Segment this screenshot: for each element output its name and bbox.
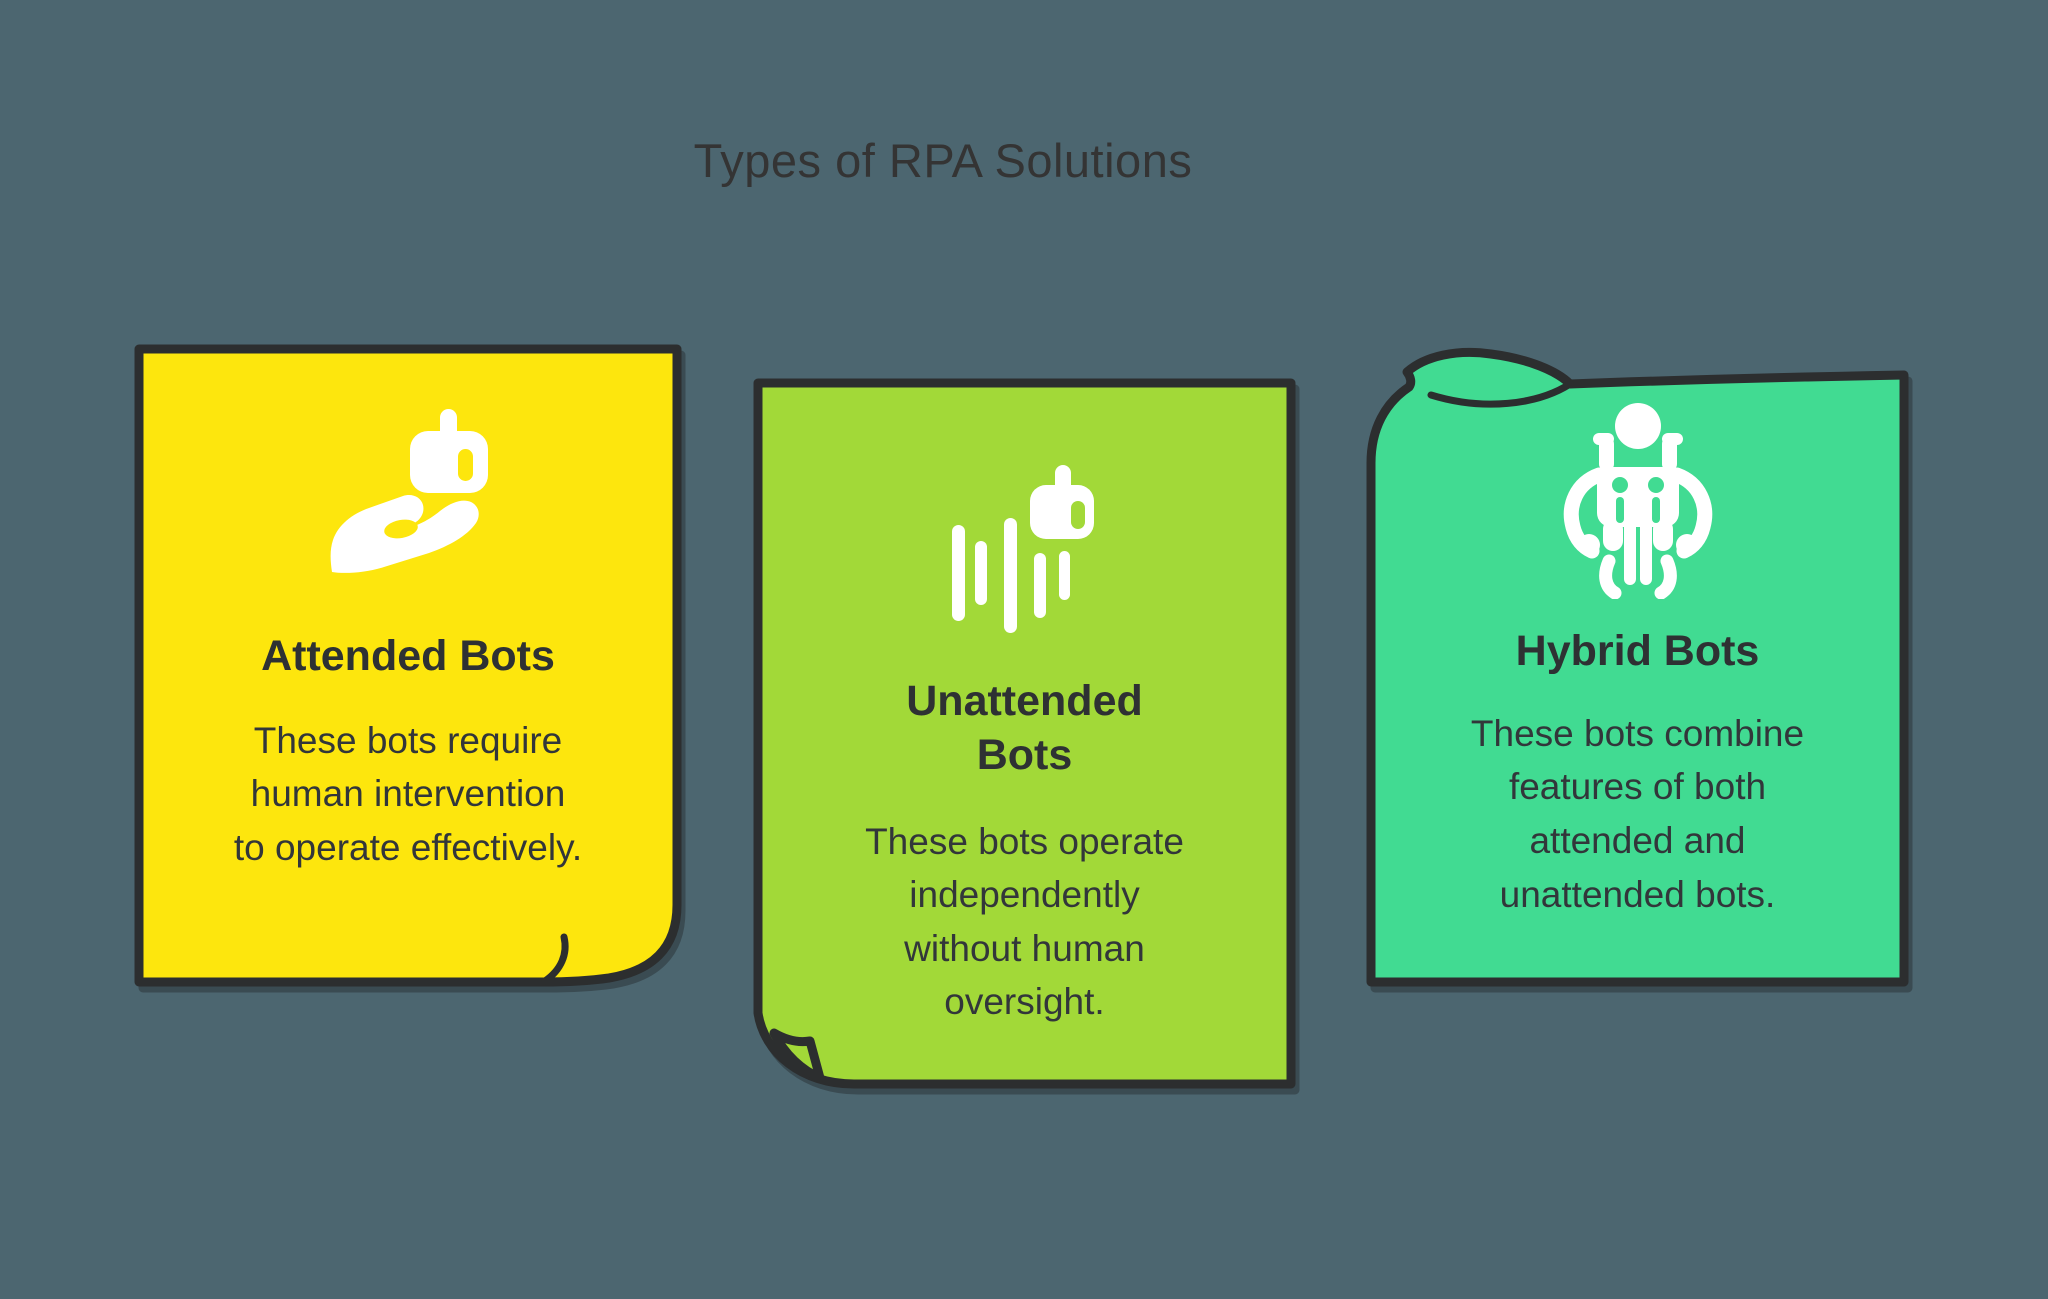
exoskeleton-robot-icon xyxy=(1563,403,1712,599)
card-hybrid-bots: Hybrid Bots These bots combine features … xyxy=(1365,345,1910,988)
sticky-note-shape-unattended xyxy=(753,378,1296,1089)
sticky-note-shape-attended xyxy=(134,344,682,987)
hand-gap xyxy=(384,519,418,539)
page-title: Types of RPA Solutions xyxy=(693,134,1193,187)
card-description-hybrid: These bots combine features of both atte… xyxy=(1470,712,1805,915)
chest-strap-holes xyxy=(1611,477,1664,523)
card-title-unattended: Unattended Bots xyxy=(906,677,1143,779)
robot-eye xyxy=(458,449,473,481)
card-title-attended: Attended Bots xyxy=(261,632,555,680)
sticky-note-shape-hybrid xyxy=(1366,347,1909,987)
automation-levels-robot-icon xyxy=(952,465,1094,633)
card-description-attended: These bots require human intervention to… xyxy=(233,719,583,869)
card-unattended-bots: Unattended Bots These bots operate indep… xyxy=(752,377,1297,1090)
card-title-hybrid: Hybrid Bots xyxy=(1515,627,1760,675)
card-attended-bots: Attended Bots These bots require human i… xyxy=(133,343,683,987)
card-description-unattended: These bots operate independently without… xyxy=(865,820,1184,1023)
robot-eye xyxy=(1071,501,1085,529)
hand-holding-robot-icon xyxy=(330,409,488,573)
